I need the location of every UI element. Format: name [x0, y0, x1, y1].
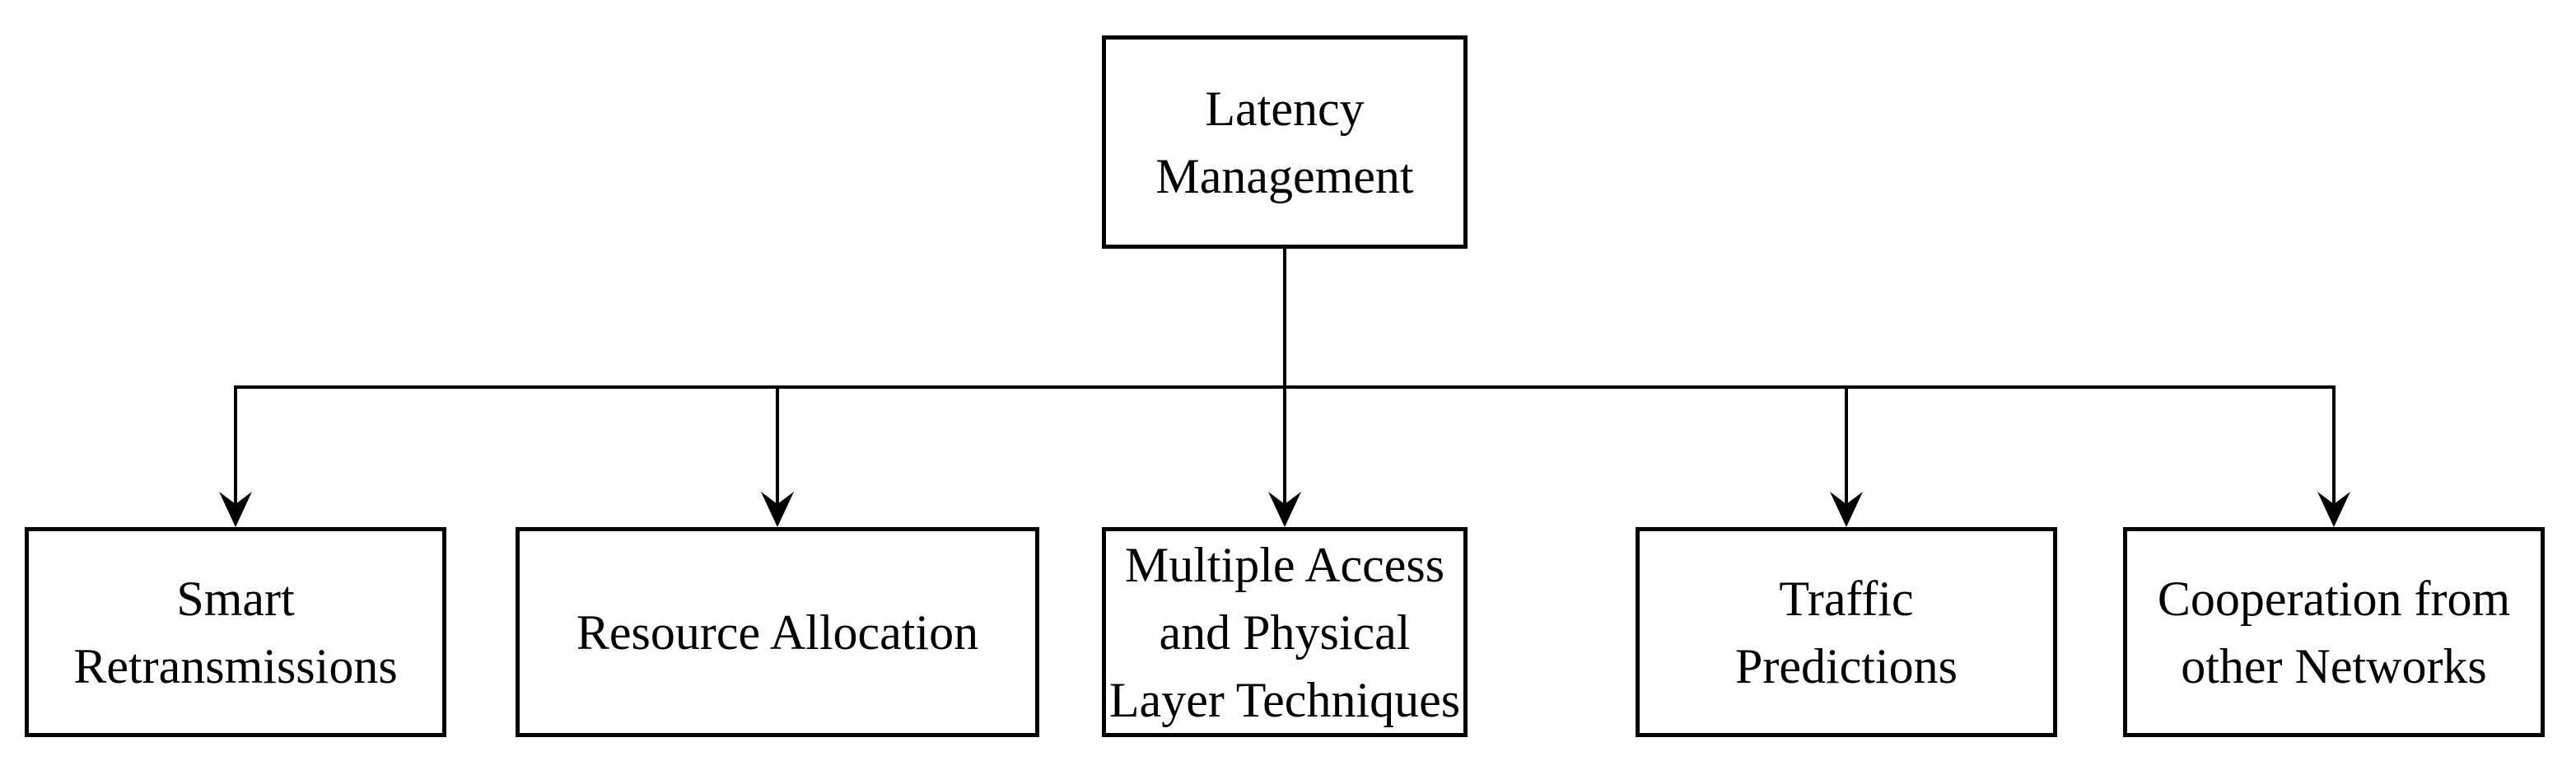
node-label-line: Latency: [1205, 81, 1365, 136]
arrowhead-down-icon: [2317, 492, 2350, 527]
node-label-line: other Networks: [2181, 638, 2487, 693]
node-traffic-predictions: Traffic Predictions: [1636, 527, 2057, 737]
node-label-line: Retransmissions: [73, 638, 398, 693]
node-label-line: Multiple Access: [1124, 537, 1445, 592]
node-multiple-access-physical-layer: Multiple Access and Physical Layer Techn…: [1102, 527, 1468, 737]
node-latency-management: Latency Management: [1102, 35, 1468, 249]
node-label-line: Smart: [176, 571, 295, 626]
arrowhead-down-icon: [1268, 492, 1301, 527]
node-label-line: Predictions: [1735, 638, 1958, 693]
arrowhead-down-icon: [1830, 492, 1863, 527]
arrowhead-down-icon: [219, 492, 252, 527]
node-label-line: Traffic: [1779, 571, 1914, 626]
node-label-line: Management: [1155, 148, 1414, 203]
node-label-line: Layer Techniques: [1108, 672, 1461, 727]
arrowhead-down-icon: [761, 492, 794, 527]
node-label-line: Cooperation from: [2157, 571, 2511, 626]
node-cooperation-other-networks: Cooperation from other Networks: [2123, 527, 2545, 737]
node-label-line: and Physical: [1159, 605, 1411, 660]
node-label-line: Resource Allocation: [576, 605, 979, 660]
node-resource-allocation: Resource Allocation: [516, 527, 1039, 737]
node-smart-retransmissions: Smart Retransmissions: [25, 527, 446, 737]
